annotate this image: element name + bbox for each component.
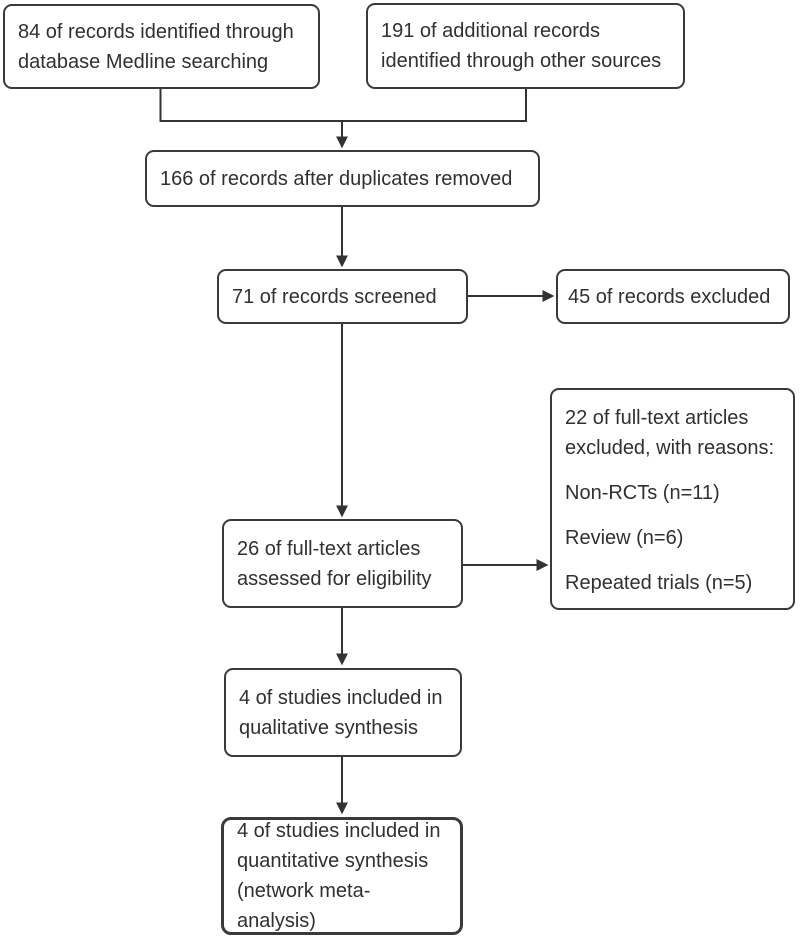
merge-connector-top bbox=[159, 88, 527, 122]
exclusion-reason-review: Review (n=6) bbox=[565, 527, 684, 549]
node-records-identified-other-sources-label: 191 of additional records identified thr… bbox=[381, 20, 662, 72]
node-records-identified-medline: 84 of records identified through databas… bbox=[3, 4, 320, 89]
node-quantitative-synthesis-label: 4 of studies included in quantitative sy… bbox=[237, 820, 441, 932]
node-fulltext-assessed: 26 of full-text articles assessed for el… bbox=[222, 519, 463, 608]
node-fulltext-assessed-label: 26 of full-text articles assessed for el… bbox=[237, 537, 432, 590]
exclusion-reason-non-rcts: Non-RCTs (n=11) bbox=[565, 482, 720, 504]
node-fulltext-excluded-with-reasons: 22 of full-text articles excluded, with … bbox=[550, 388, 795, 610]
node-records-identified-medline-label: 84 of records identified through databas… bbox=[18, 20, 294, 73]
node-records-screened: 71 of records screened bbox=[217, 269, 468, 324]
node-qualitative-synthesis: 4 of studies included in qualitative syn… bbox=[224, 668, 462, 757]
node-records-excluded: 45 of records excluded bbox=[556, 269, 790, 324]
node-quantitative-synthesis: 4 of studies included in quantitative sy… bbox=[221, 817, 463, 935]
node-records-after-duplicates: 166 of records after duplicates removed bbox=[145, 150, 540, 207]
node-records-excluded-label: 45 of records excluded bbox=[568, 285, 771, 308]
exclusion-reason-repeated-trials: Repeated trials (n=5) bbox=[565, 572, 753, 594]
node-records-after-duplicates-label: 166 of records after duplicates removed bbox=[160, 167, 513, 190]
node-qualitative-synthesis-label: 4 of studies included in qualitative syn… bbox=[239, 686, 443, 739]
node-records-identified-other-sources: 191 of additional records identified thr… bbox=[366, 3, 685, 89]
node-fulltext-excluded-header: 22 of full-text articles excluded, with … bbox=[565, 407, 775, 459]
node-records-screened-label: 71 of records screened bbox=[232, 285, 437, 308]
